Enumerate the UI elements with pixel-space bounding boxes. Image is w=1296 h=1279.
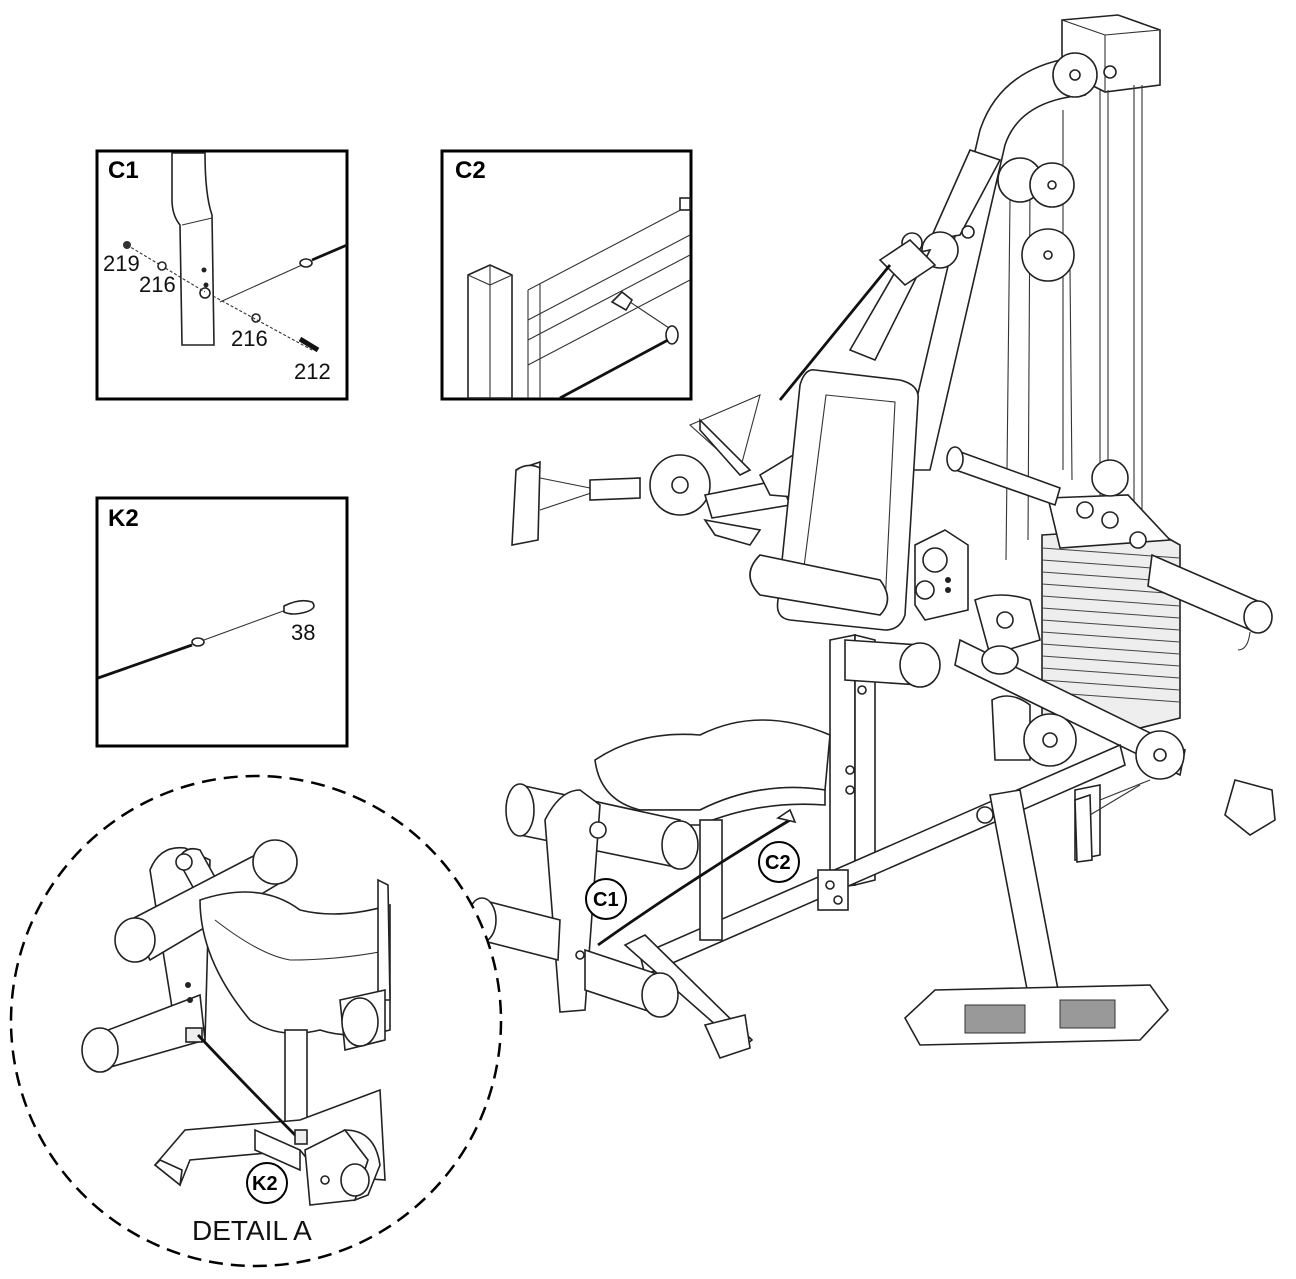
label-216-b: 216: [231, 326, 268, 351]
callout-k2: K2: [246, 1162, 288, 1204]
panel-c1: C1 219 216 216 212: [95, 149, 349, 401]
callout-c2-label: C2: [765, 852, 791, 874]
label-38: 38: [291, 620, 315, 645]
label-219: 219: [103, 251, 140, 276]
home-gym-machine: [467, 14, 1276, 1059]
detail-a-caption: DETAIL A: [192, 1215, 312, 1246]
panel-c2-title: C2: [455, 157, 486, 184]
panel-c2: C2: [440, 149, 693, 401]
panel-k2: K2 38: [95, 496, 349, 748]
detail-a: [9, 774, 503, 1268]
label-216-a: 216: [139, 272, 176, 297]
callout-c2: C2: [758, 841, 800, 883]
label-212: 212: [294, 359, 331, 384]
panel-k2-title: K2: [108, 505, 139, 532]
panel-c1-title: C1: [108, 157, 139, 184]
callout-c1-label: C1: [593, 889, 619, 911]
callout-c1: C1: [585, 878, 627, 920]
callout-k2-label: K2: [252, 1173, 278, 1195]
